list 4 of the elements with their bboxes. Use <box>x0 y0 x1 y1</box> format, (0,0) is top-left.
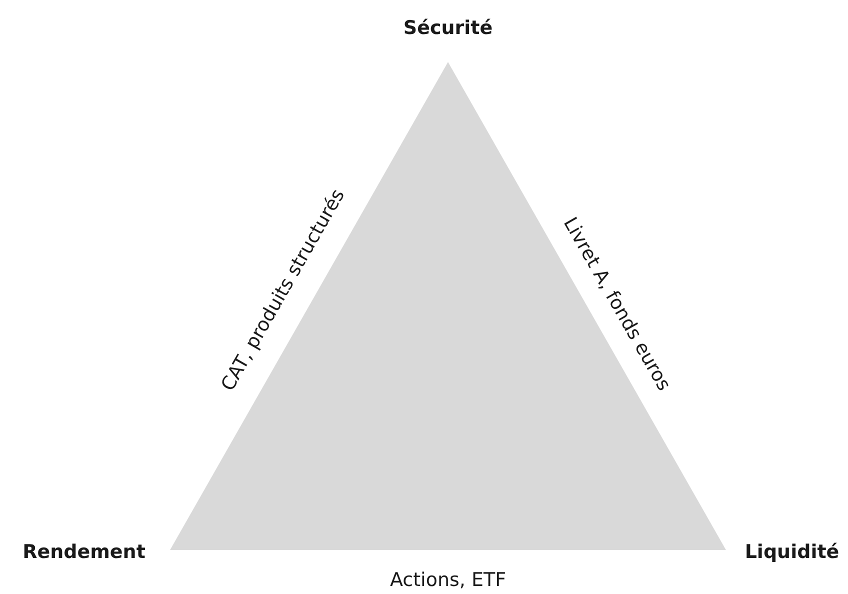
side-label: Actions, ETF <box>390 569 506 591</box>
vertex-label: Sécurité <box>403 17 493 39</box>
vertex-label: Rendement <box>22 541 146 563</box>
vertex-label: Liquidité <box>744 541 840 563</box>
